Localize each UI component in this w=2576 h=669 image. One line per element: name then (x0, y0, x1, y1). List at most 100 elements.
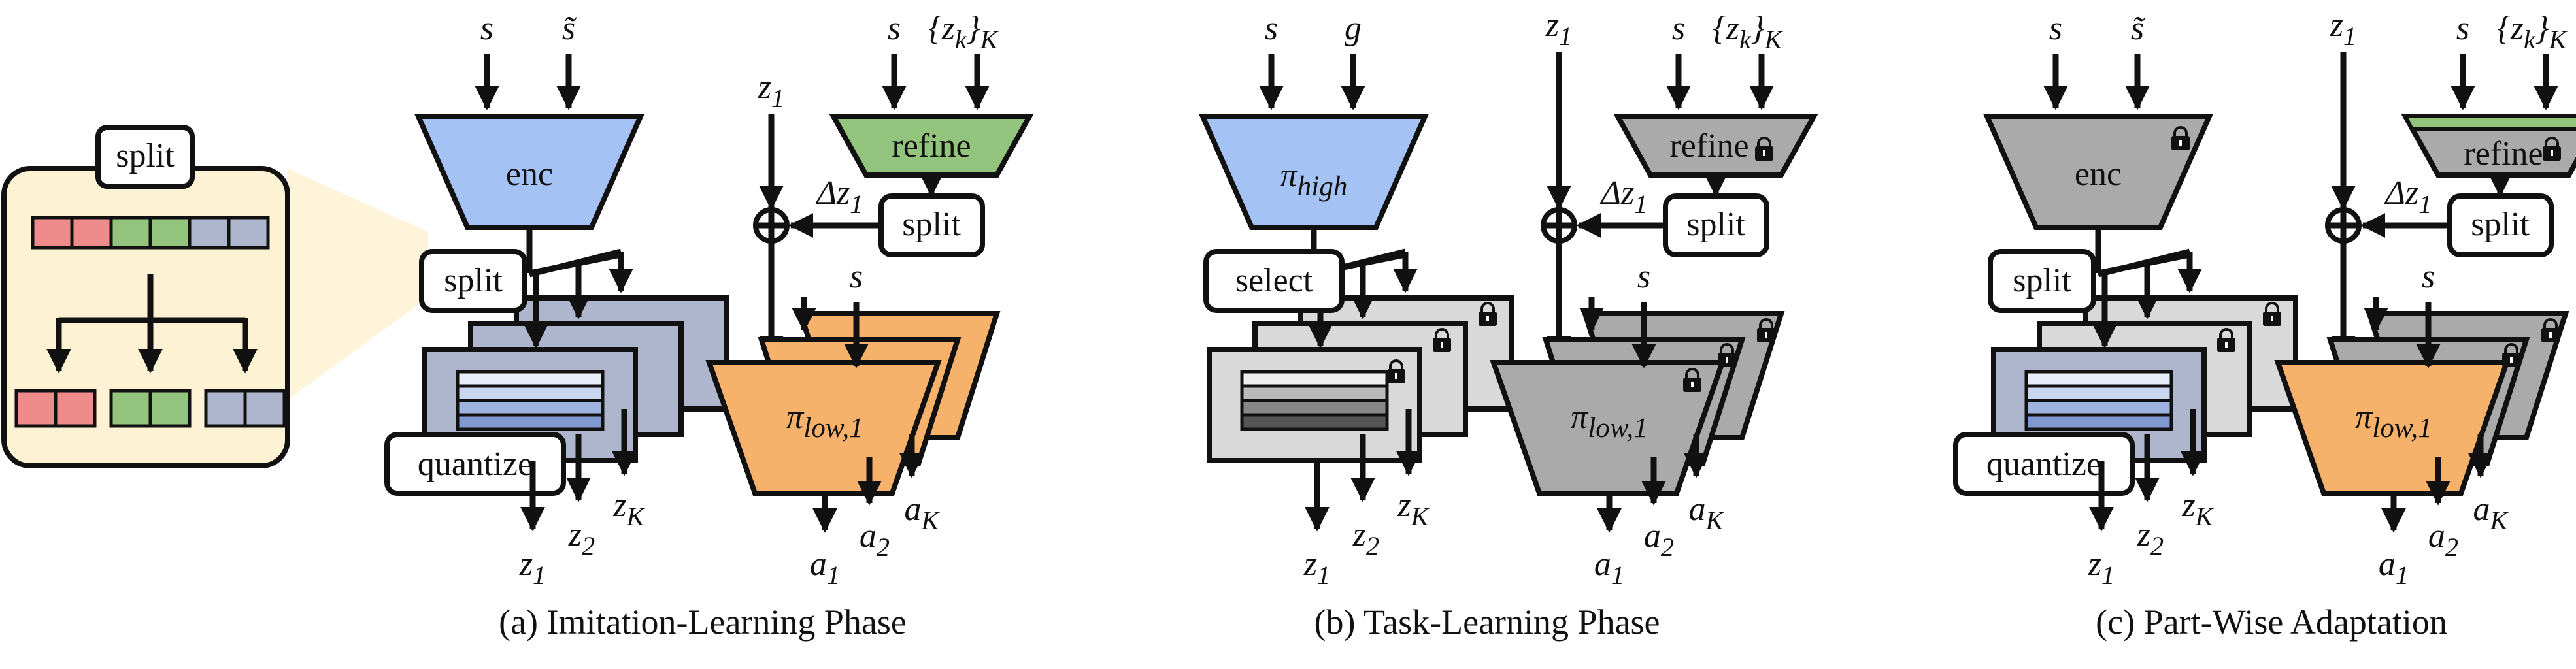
action-output-2-base: a (2428, 517, 2445, 555)
encoder-block (414, 114, 645, 230)
z1-input-label-base: z (2330, 7, 2343, 44)
lock-shackle (2265, 302, 2279, 313)
policy-label: πlow,1 (2355, 399, 2432, 444)
delta-z1-label-sub: 1 (1634, 189, 1647, 219)
codebook-row-1 (456, 370, 605, 388)
action-output-2-sub: 2 (2445, 532, 2458, 562)
lock-keyhole (2179, 140, 2182, 146)
refine-lock-icon (2543, 137, 2561, 161)
delta-z1-label-sub: 1 (850, 189, 863, 219)
z-output-1-base: z (2088, 546, 2101, 583)
lock-keyhole (2510, 357, 2513, 363)
z-output-K: zK (1397, 487, 1430, 531)
zoom-sub-vector-blue (204, 389, 286, 428)
set-close: } (2535, 10, 2549, 47)
refine-split-label: split (902, 206, 961, 243)
policy-label-sub: low,1 (1588, 413, 1648, 444)
quantize-box (384, 432, 566, 496)
refine-label: refine (892, 127, 971, 165)
set-close: } (967, 10, 980, 47)
codebook-row-2 (1240, 384, 1389, 402)
quantize-label: quantize (418, 446, 533, 483)
code-back-lock-icon (1479, 302, 1497, 326)
refine-input-s: s (1672, 10, 1685, 47)
policy-input-s-base: s (2422, 258, 2435, 295)
z1-input-label-base: z (758, 69, 771, 106)
action-output-1-sub: 1 (2396, 561, 2409, 590)
z-output-K-base: z (612, 487, 626, 524)
z-output-1: z1 (2088, 546, 2115, 590)
codebook-row-3 (1240, 399, 1389, 417)
z-output-2-base: z (2137, 516, 2150, 553)
z-output-2-sub: 2 (2150, 531, 2164, 561)
refine-block (829, 114, 1034, 178)
lock-shackle (1389, 359, 1403, 370)
policy-label-base: π (1571, 399, 1589, 436)
code-middle-lock-icon (1433, 328, 1451, 352)
code-middle-lock-icon (2217, 328, 2235, 352)
refine-input-z-set: {zk}K (928, 10, 999, 54)
zoom-sub-vector-red (14, 389, 97, 428)
code-back-lock-icon (2263, 302, 2281, 326)
encoder-input-s-base: s (2049, 10, 2062, 47)
action-output-2-sub: 2 (877, 532, 890, 562)
action-output-K: aK (2473, 491, 2509, 535)
lock-keyhole (2271, 316, 2273, 321)
set-open: {z (1713, 10, 1739, 47)
encoder-input-2: s̃ (2131, 10, 2146, 47)
refine-input-s: s (2456, 10, 2469, 47)
codebook-row-2 (456, 384, 605, 402)
policy-input-s-base: s (1637, 258, 1650, 295)
encoder-input-s: s (480, 10, 493, 47)
action-output-1: a1 (810, 546, 840, 590)
lock-keyhole (1763, 150, 1765, 156)
action-output-1-base: a (1594, 546, 1611, 583)
codebook-row-3 (2024, 399, 2173, 417)
z-output-2-sub: 2 (582, 531, 595, 561)
policy-middle-lock-icon (1718, 343, 1736, 367)
codebook-row-2 (2024, 384, 2173, 402)
z-output-1: z1 (1303, 546, 1330, 590)
action-output-2: a2 (1644, 517, 1674, 562)
refine-input-s-base: s (1672, 10, 1685, 47)
policy-middle-lock-icon (2502, 343, 2520, 367)
delta-z1-label: Δz1 (1600, 174, 1648, 219)
set-K: K (2549, 25, 2568, 54)
action-output-K-base: a (2473, 491, 2490, 528)
lock-keyhole (1726, 357, 1728, 363)
set-open: {z (2497, 10, 2524, 47)
zoom-wedge (288, 169, 428, 400)
lock-shackle (2545, 137, 2559, 148)
action-output-K-sub: K (1705, 506, 1725, 535)
encoder-input-2-base: g (1345, 10, 1362, 47)
policy-input-s-base: s (850, 258, 863, 295)
zoom-split-box (95, 125, 195, 189)
set-K: K (1764, 25, 1784, 54)
encoder-input-2: s̃ (562, 10, 577, 47)
encoder-input-2-base: s̃ (562, 10, 577, 47)
encoder-label: enc (506, 155, 553, 193)
z-output-K-base: z (2181, 487, 2195, 524)
z1-input-label: z1 (758, 69, 784, 113)
z1-input-label-sub: 1 (1559, 22, 1572, 51)
lock-shackle (2543, 318, 2558, 329)
policy-input-s: s (1637, 258, 1650, 295)
codebook-row-4 (456, 413, 605, 431)
refine-input-z-set: {zk}K (1713, 10, 1784, 54)
z-output-2-base: z (568, 516, 582, 553)
split-label: split (2013, 262, 2071, 299)
z-output-2: z2 (1352, 516, 1379, 561)
zoom-split-label: split (116, 137, 175, 174)
split-diagonal (2097, 248, 2191, 278)
action-output-K-sub: K (921, 506, 941, 535)
action-output-1-sub: 1 (1611, 561, 1624, 590)
encoder-label-sub: high (1297, 171, 1348, 202)
code-front-lock-icon (1387, 359, 1405, 383)
policy-input-s: s (850, 258, 863, 295)
split-box (1203, 249, 1345, 313)
action-output-1-base: a (810, 546, 827, 583)
lock-shackle (1757, 137, 1771, 148)
z-output-2-base: z (1352, 516, 1366, 553)
zoom-full-vector (31, 216, 270, 250)
z1-input-label: z1 (1545, 7, 1572, 51)
